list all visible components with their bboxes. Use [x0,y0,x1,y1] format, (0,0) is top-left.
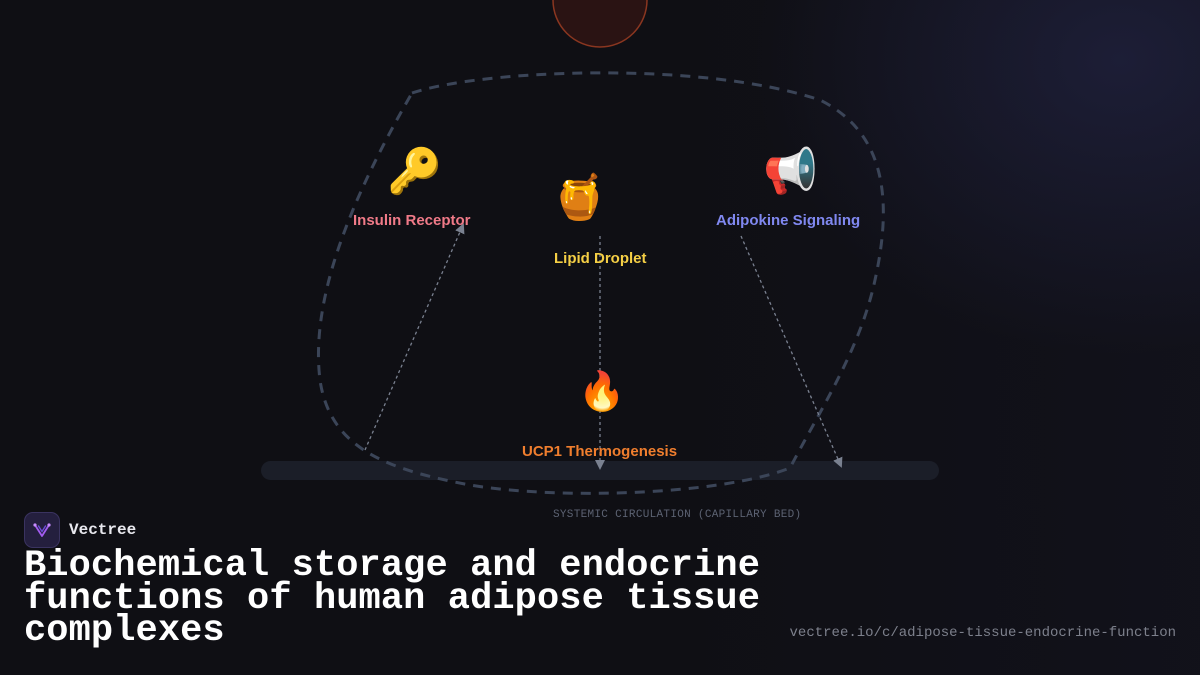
vectree-logo-icon [24,512,60,548]
brand: Vectree [24,512,136,548]
capillary-bed-bar [261,461,939,480]
fire-icon: 🔥 [578,369,626,413]
lipid-droplet-label: Lipid Droplet [554,250,647,267]
adipokine-signaling-label: Adipokine Signaling [716,212,861,229]
brand-name: Vectree [69,521,137,539]
connector-adipokine-to-capillary [740,235,843,468]
megaphone-icon: 📢 [763,146,818,197]
cell-membrane-outline [316,71,885,495]
connector-capillary-to-insulin [364,223,465,451]
page-title: Biochemical storage and endocrine functi… [24,545,761,652]
top-nucleus-circle [552,0,648,48]
source-url: vectree.io/c/adipose-tissue-endocrine-fu… [789,625,1176,641]
capillary-bed-label: SYSTEMIC CIRCULATION (CAPILLARY BED) [553,509,802,521]
insulin-receptor-label: Insulin Receptor [353,212,471,229]
honey-pot-icon: 🍯 [552,172,607,223]
key-icon: 🔑 [387,146,442,197]
ucp1-thermogenesis-label: UCP1 Thermogenesis [522,443,678,460]
